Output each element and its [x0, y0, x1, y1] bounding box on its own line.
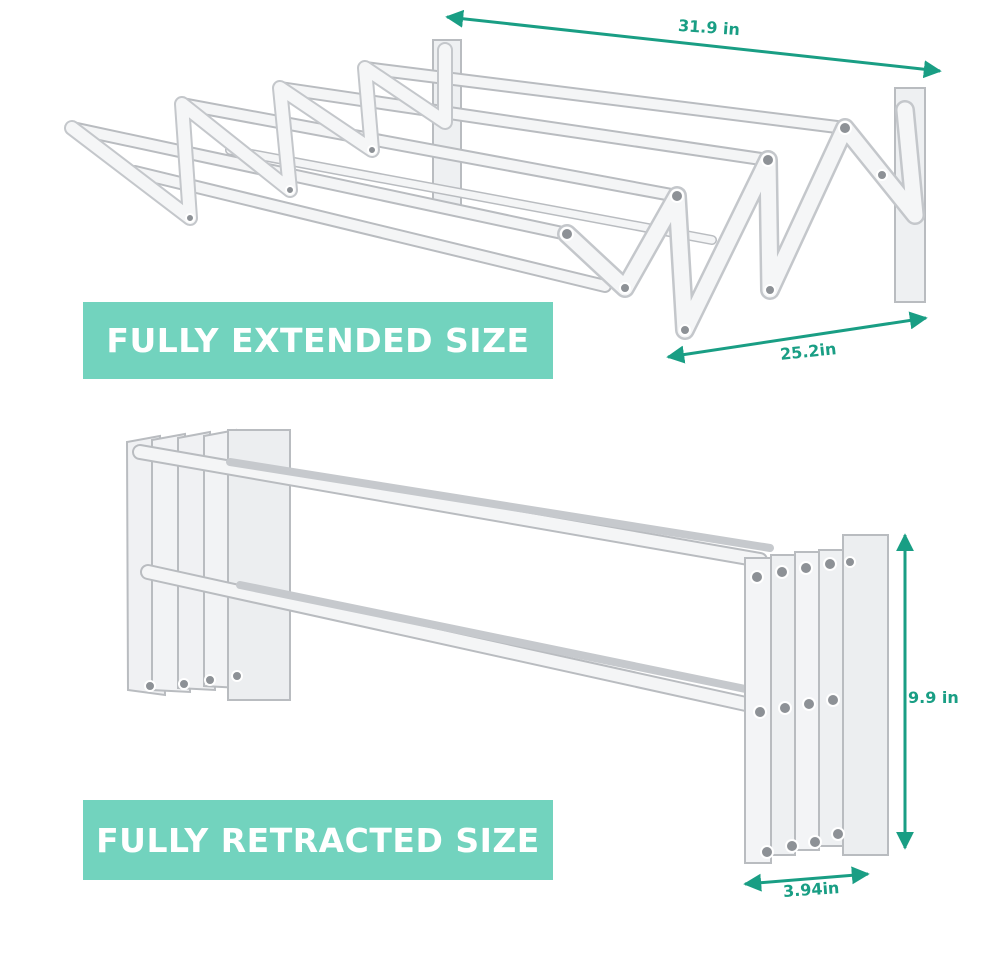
- fully-extended-banner: FULLY EXTENDED SIZE: [83, 302, 553, 379]
- extended-back-scissor: [64, 42, 453, 226]
- retracted-depth-label: 3.94in: [782, 878, 840, 901]
- retracted-rods: [132, 444, 774, 714]
- extended-rods: [65, 61, 852, 293]
- fully-retracted-banner: FULLY RETRACTED SIZE: [83, 800, 553, 880]
- extension-dimension-arrow: [666, 311, 928, 364]
- retracted-rack: [125, 428, 889, 864]
- extended-rivets: [185, 121, 888, 336]
- retracted-height-label: 9.9 in: [908, 688, 959, 707]
- retracted-rivets: [144, 556, 856, 859]
- depth-dimension-arrow: [743, 866, 870, 892]
- retracted-front-arms: [744, 534, 889, 864]
- width-dimension-arrow: [445, 9, 942, 79]
- extended-rack: [64, 39, 926, 340]
